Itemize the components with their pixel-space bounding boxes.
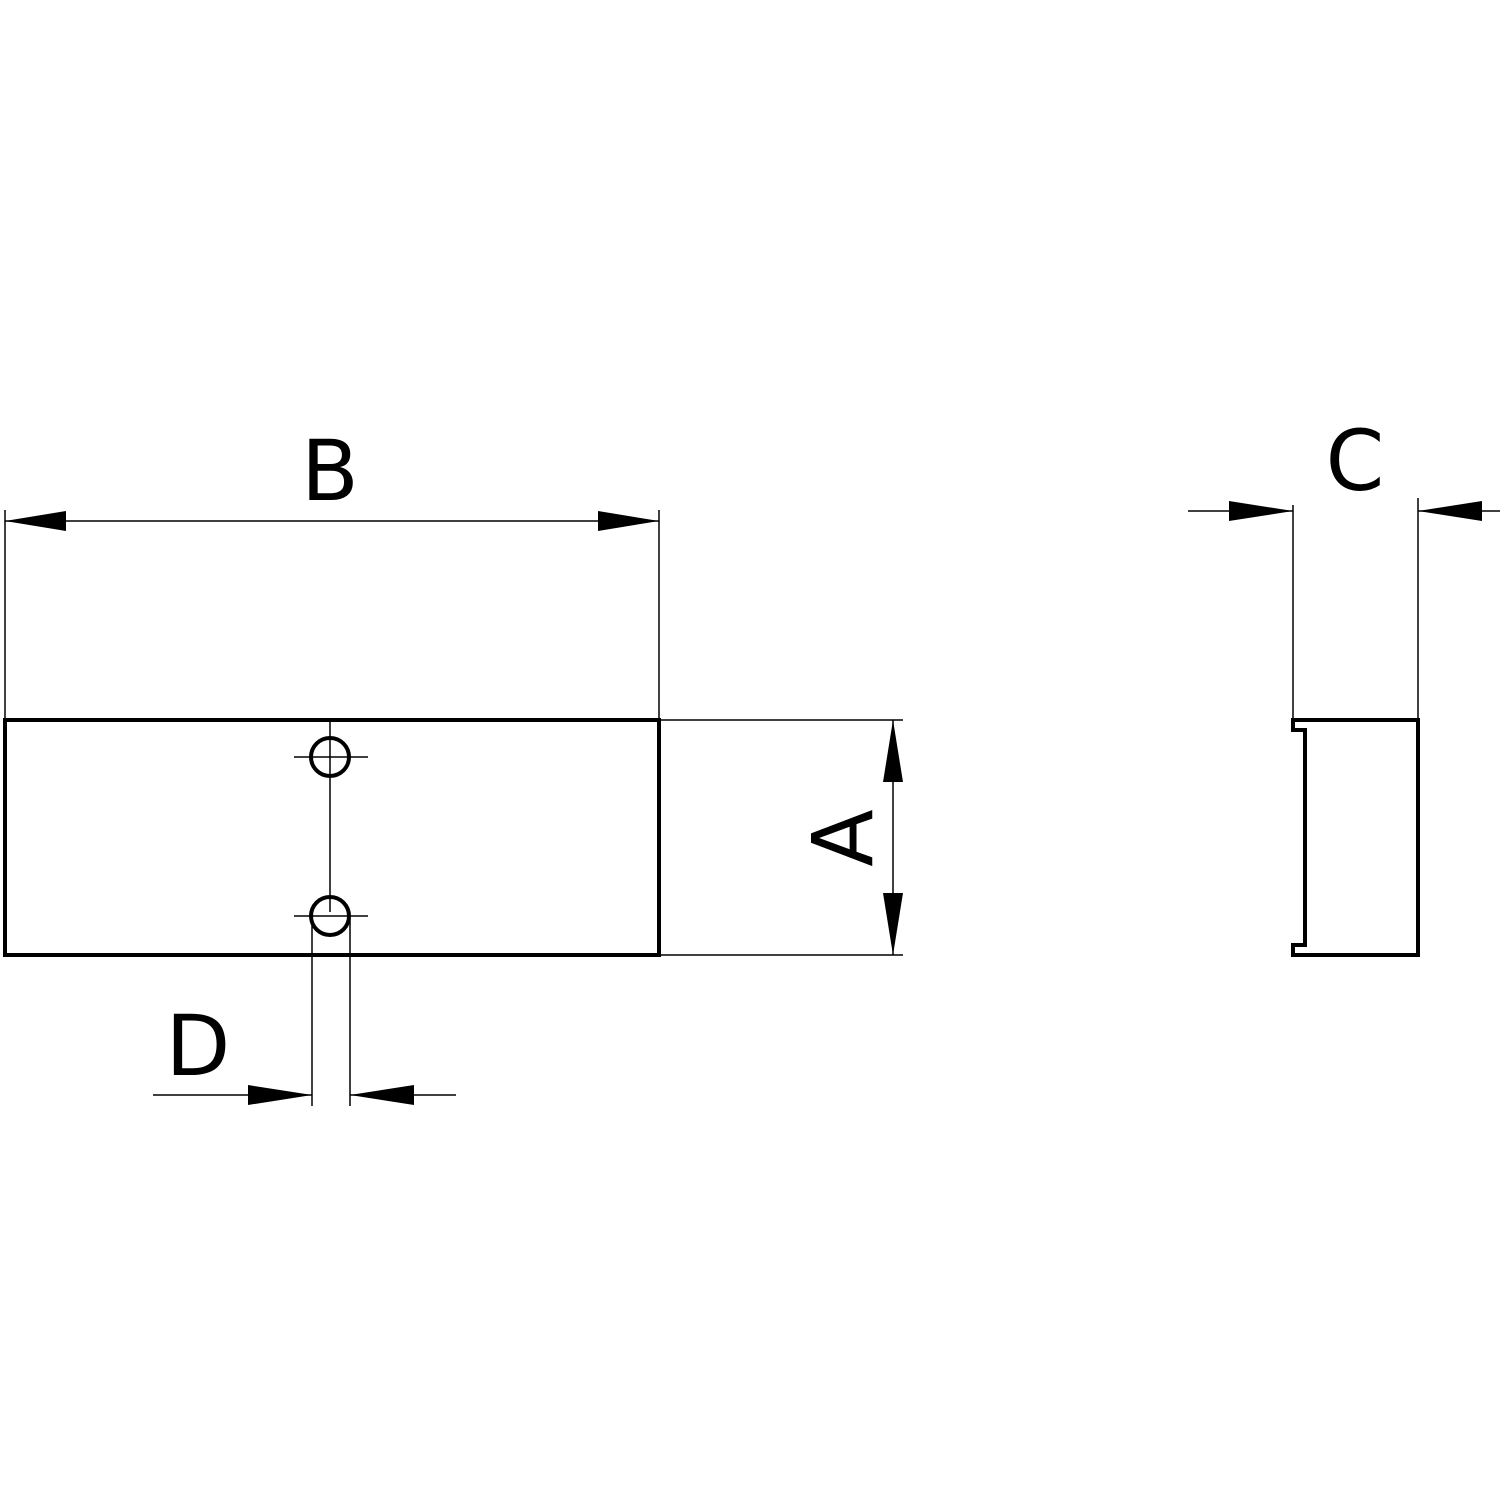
side-view [1291,718,1420,957]
side-profile-outline [1291,718,1420,957]
dim-b-arrow-left [5,511,66,531]
dim-b-arrow-right [598,511,659,531]
dim-a-arrow-bottom [883,893,903,955]
front-body-outline [3,718,661,957]
dim-b-label: B [301,422,359,520]
dim-d-arrow-left [248,1085,312,1105]
dim-a-arrow-top [883,720,903,782]
dim-c-arrow-left [1229,501,1293,521]
front-view [3,718,661,957]
dim-c-arrow-right [1418,501,1482,521]
dimension-c: C [1188,412,1500,718]
dim-d-arrow-right [350,1085,414,1105]
dim-d-label: D [166,997,231,1095]
dim-a-label: A [794,809,892,866]
dim-c-label: C [1326,412,1385,510]
dimension-d: D [153,918,456,1106]
dimension-b: B [4,422,660,718]
dimension-a: A [661,719,903,956]
